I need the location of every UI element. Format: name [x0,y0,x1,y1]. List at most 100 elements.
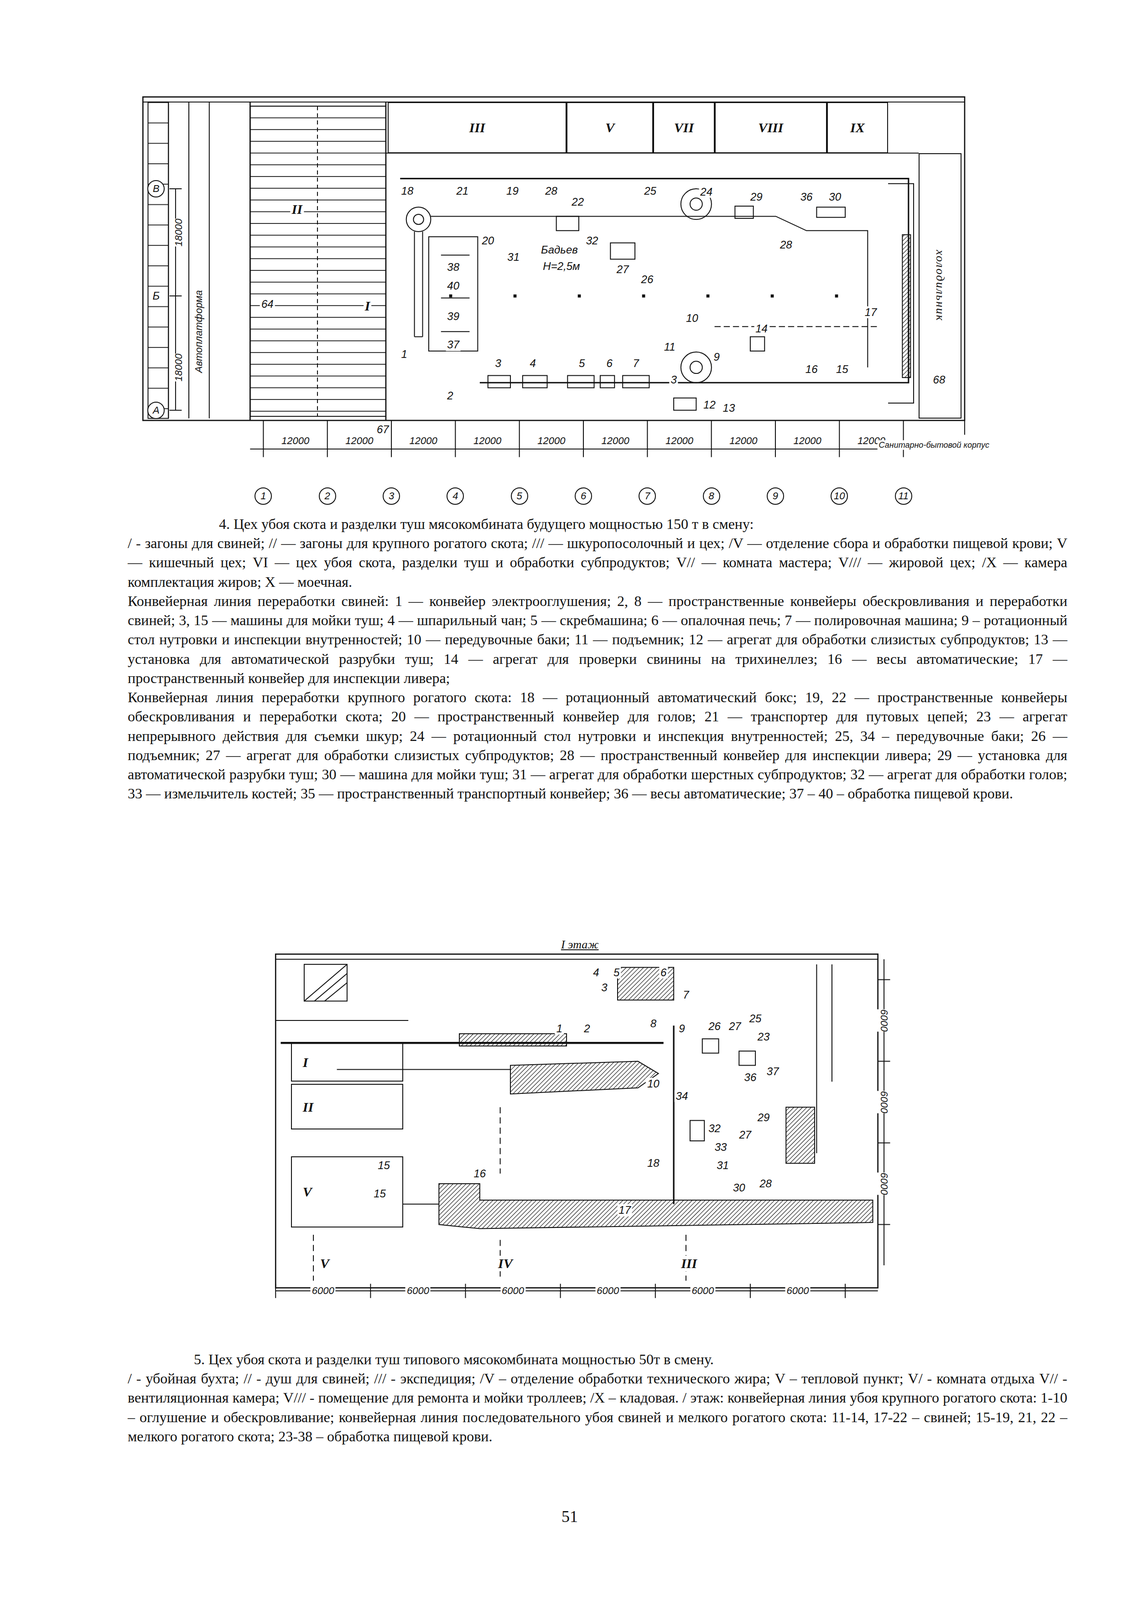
equipment [600,375,615,389]
callout-number: 6 [604,357,614,370]
callout-number: 5 [612,966,621,979]
callout-number: 12 [701,399,718,411]
dimension-label: 12000 [472,435,503,447]
callout-number: 9 [712,351,721,364]
column-row [449,294,899,298]
callout-number: 3 [599,982,609,994]
dimension-label: 12000 [600,435,631,447]
callout-number: 30 [827,191,843,203]
rotary-table [680,352,712,383]
room-box: VII [653,102,715,154]
equipment [673,398,697,411]
hatched-equipment [785,1107,815,1164]
hatched-equipment [510,1061,659,1095]
conveyor-track [430,216,868,368]
callout-number: 1 [400,348,409,360]
pen-axis [317,106,318,417]
room-numeral: IV [496,1256,515,1272]
axis-marker: А [147,401,165,420]
callout-number: 8 [649,1018,658,1030]
equipment [690,1120,705,1142]
callout-number: 15 [376,1159,392,1172]
equipment [610,243,635,260]
callout-number: 22 [570,196,586,208]
room-label: V [302,1184,312,1200]
callout-number: 28 [778,239,794,251]
axis-marker: 4 [446,487,464,505]
room-label: IX [850,119,865,136]
callout-number: 4 [591,966,601,979]
dimension-label: 6000 [785,1285,811,1298]
callout-number: 32 [584,234,600,247]
callout-number: Н=2,5м [541,260,582,273]
conveyor-track [816,964,832,1154]
callout-number: 31 [715,1159,731,1172]
equipment [734,206,754,219]
callout-number: 26 [706,1020,723,1033]
callout-number: 38 [445,261,461,274]
callout-number: 15 [834,363,850,376]
equipment [556,216,579,231]
axis-marker: 11 [894,487,913,505]
note-text: Санитарно-бытовой корпус [877,440,991,450]
callout-number: 26 [639,273,655,286]
callout-number: 21 [454,184,470,197]
dimension-label: 18000 [171,218,187,247]
callout-number: 16 [472,1167,488,1180]
rotary-box [413,214,424,225]
figure-caption: 5. Цех убоя скота и разделки туш типовог… [127,1350,1068,1447]
equipment [522,375,548,389]
dimension-label: 12000 [792,435,823,447]
axis-marker: 7 [638,487,656,505]
callout-number: 3 [669,373,678,386]
conveyor-track [403,1204,439,1206]
equipment [702,1039,719,1054]
callout-number: 7 [681,989,691,1002]
callout-number: 28 [543,184,559,197]
room-numeral: I [363,298,372,314]
callout-number: 39 [445,310,461,323]
axis-marker: 6 [574,487,593,505]
dimension-label: 12000 [343,435,375,447]
blood-room [428,236,478,352]
callout-number: 37 [445,338,461,351]
hatched-equipment [438,1184,873,1229]
dimension-label: 12000 [408,435,439,447]
callout-number: 67 [375,423,391,436]
callout-number: 1 [555,1023,564,1035]
dimension-label: 6000 [876,1173,892,1196]
room-box: VIII [714,102,827,154]
callout-number: 28 [758,1178,774,1191]
caption-text: 4. Цех убоя скота и разделки туш мясоком… [127,514,1068,534]
equipment [622,375,650,389]
room-label: VII [674,119,694,136]
callout-number: 37 [765,1065,781,1078]
callout-number: 18 [645,1157,661,1170]
callout-number: 16 [804,363,820,376]
callout-number: Бадьев [539,244,580,256]
caption-text: Конвейерная линия переработки свиней: 1 … [127,591,1068,688]
callout-number: 4 [528,357,538,370]
rotary-table [690,361,703,374]
room-label: холодильник [933,249,947,322]
room-numeral: V [318,1256,331,1272]
callout-number: 40 [445,279,461,292]
callout-number: 17 [617,1204,633,1217]
figure-caption: 4. Цех убоя скота и разделки туш мясоком… [127,514,1068,804]
axis-marker: 1 [254,487,272,505]
room-label: VIII [758,119,784,136]
axis-marker: 5 [510,487,529,505]
stair [304,964,348,1002]
dimension-label: 6000 [876,1009,892,1033]
callout-number: 31 [505,251,521,264]
vertical-label: Автоплатформа [191,290,207,374]
dimension-label: 6000 [500,1285,526,1298]
room-label: III [469,119,486,136]
callout-number: 27 [737,1128,753,1141]
caption-text: / - убойная бухта; // - душ для свиней; … [127,1369,1068,1447]
room-label: V [605,119,615,136]
callout-number: 14 [753,322,770,335]
callout-number: 24 [698,186,714,198]
dimension-label: 12000 [727,435,759,447]
dimension-label: 18000 [171,353,187,382]
